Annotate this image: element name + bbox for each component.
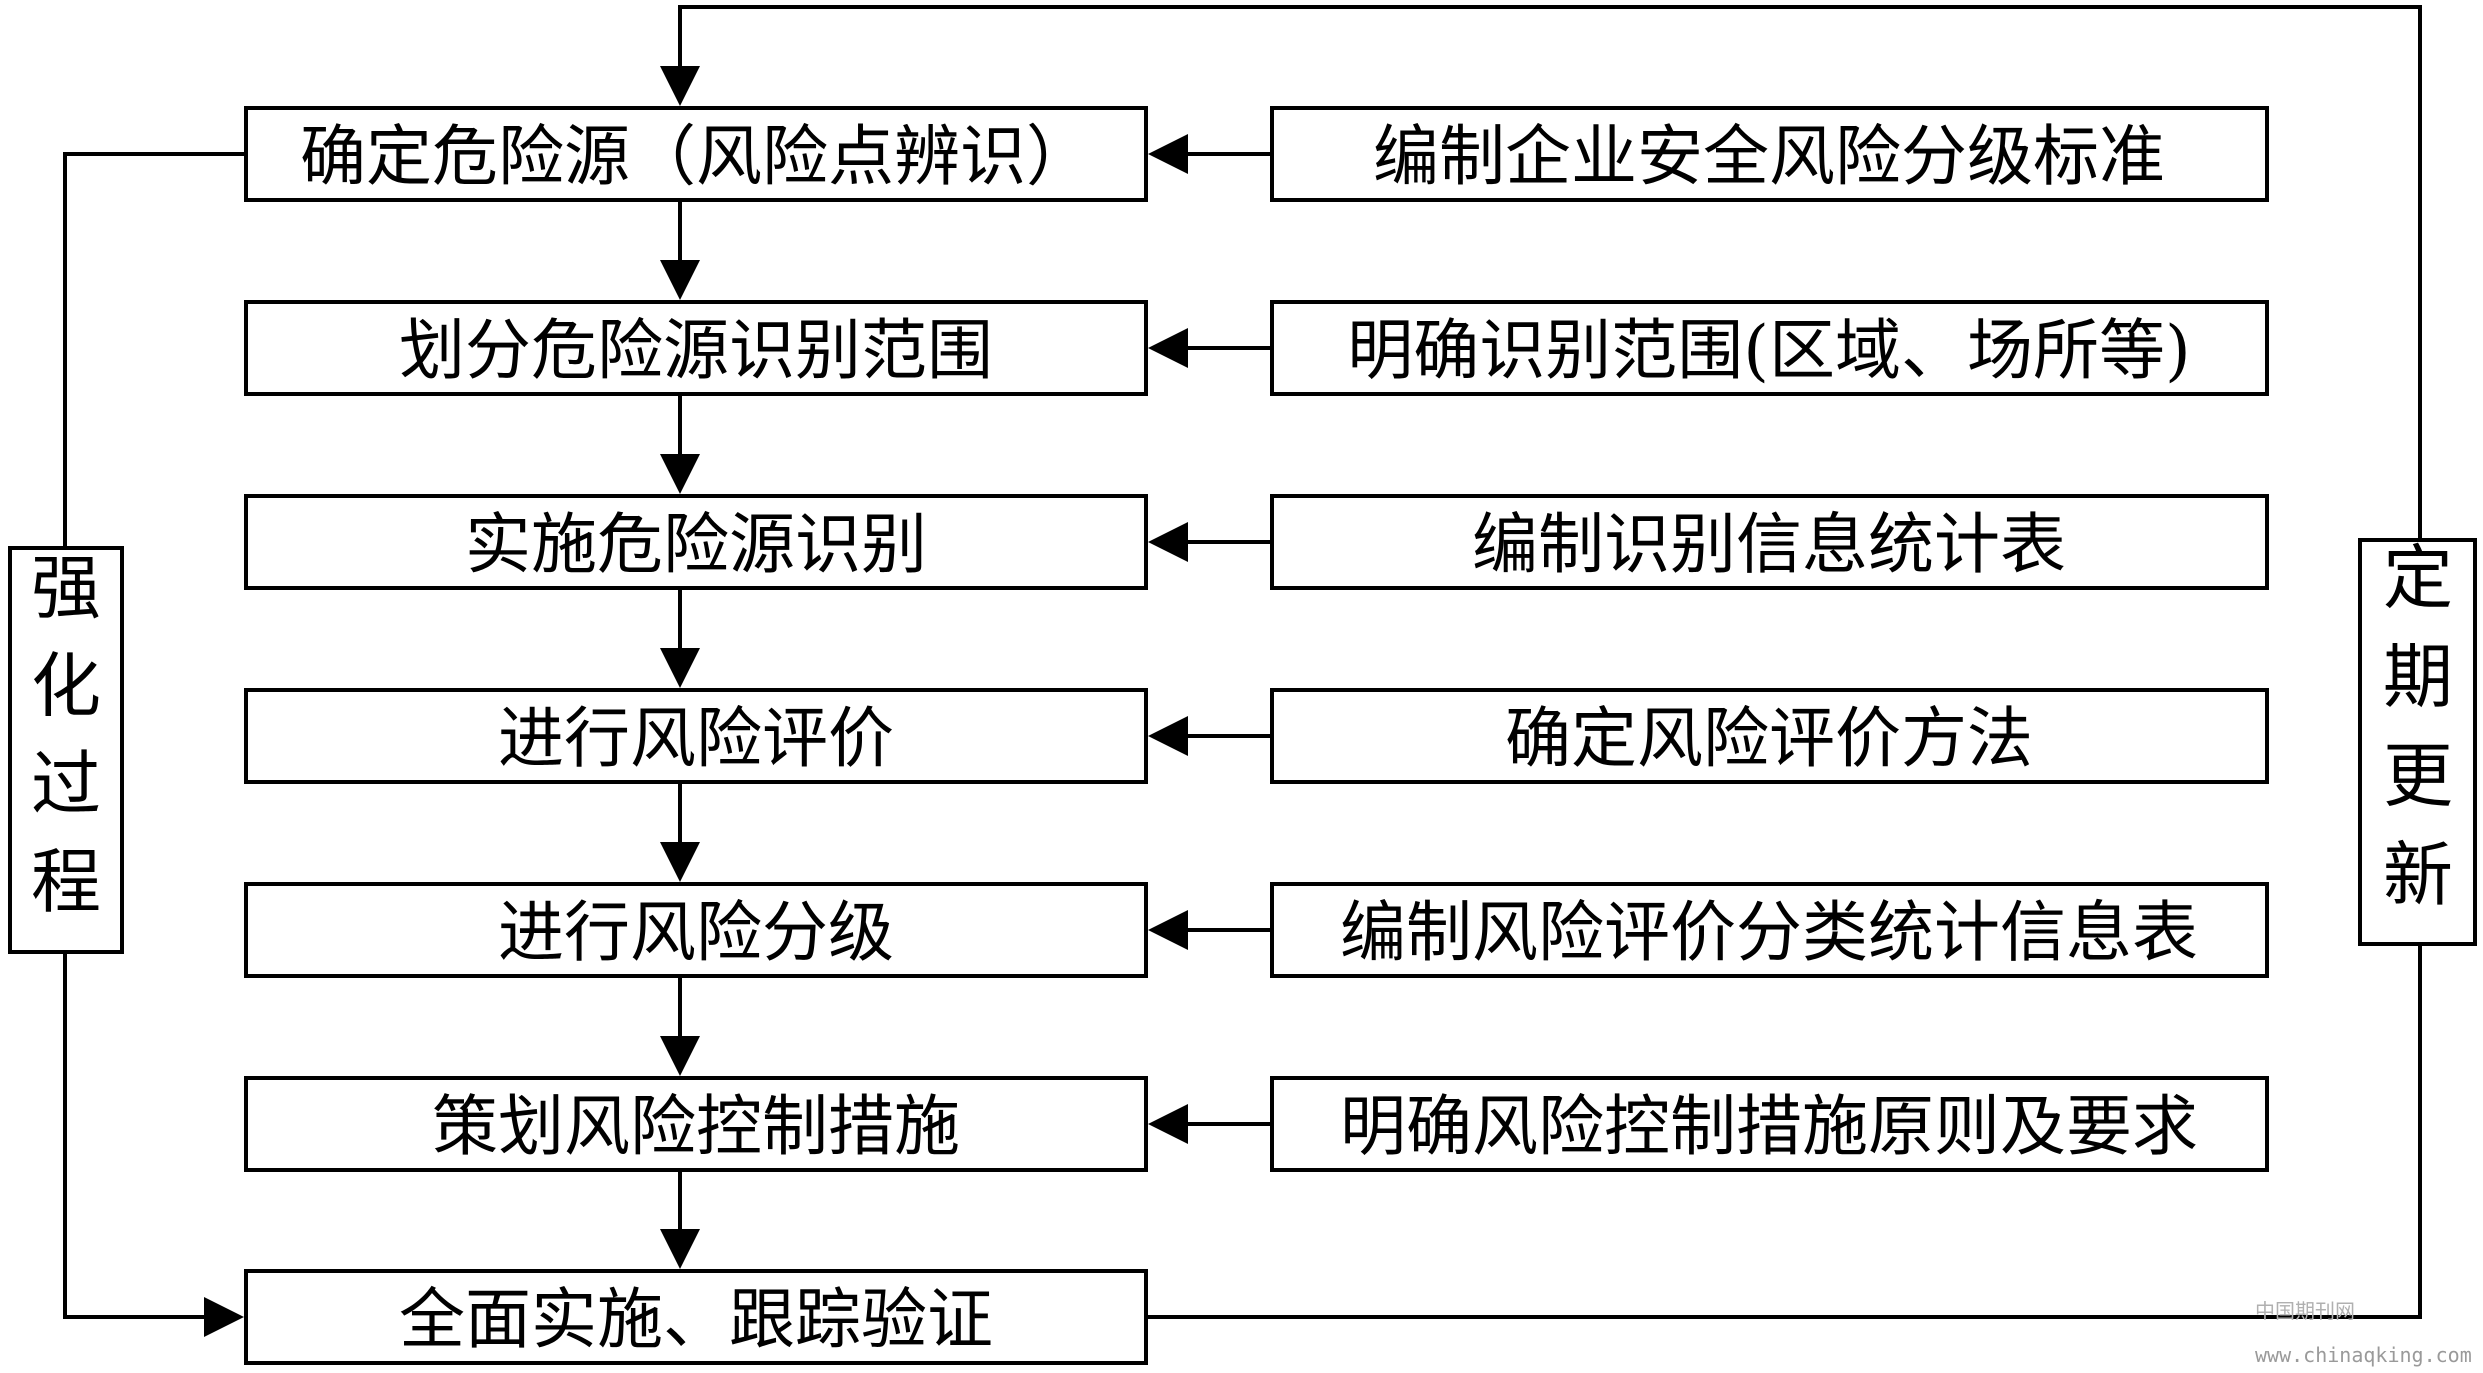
step-label-3: 实施危险源识别 <box>465 506 927 583</box>
step-box-4 <box>244 688 1148 784</box>
step-box-6 <box>244 1076 1148 1172</box>
step-label-2: 划分危险源识别范围 <box>399 312 993 389</box>
input-label-1: 编制企业安全风险分级标准 <box>1373 118 2165 195</box>
right-loop-char-3: 更 <box>2383 735 2453 817</box>
input-box-5 <box>1270 882 2269 978</box>
step-box-1 <box>244 106 1148 202</box>
input-label-4: 确定风险评价方法 <box>1505 700 2033 777</box>
step-label-6: 策划风险控制措施 <box>432 1088 960 1165</box>
step-label-1: 确定危险源（风险点辨识） <box>300 118 1092 195</box>
right-loop: 定 期 更 新 <box>660 5 2477 1319</box>
step-box-3 <box>244 494 1148 590</box>
right-loop-line-bottom <box>1146 944 2422 1319</box>
input-label-3: 编制识别信息统计表 <box>1472 506 2066 583</box>
left-loop-char-3: 过 <box>31 743 101 825</box>
input-box-4 <box>1270 688 2269 784</box>
step-label-4: 进行风险评价 <box>498 700 894 777</box>
left-step-labels: 确定危险源（风险点辨识） 划分危险源识别范围 实施危险源识别 进行风险评价 进行… <box>300 118 1092 1358</box>
watermark-url: www.chinaqking.com <box>2255 1343 2472 1367</box>
step-label-5: 进行风险分级 <box>498 894 894 971</box>
left-loop-line-bottom <box>63 952 244 1337</box>
left-loop-char-4: 程 <box>31 841 101 923</box>
left-loop-line-top <box>63 152 246 548</box>
input-label-6: 明确风险控制措施原则及要求 <box>1340 1088 2198 1165</box>
right-loop-char-4: 新 <box>2383 834 2453 916</box>
right-loop-char-2: 期 <box>2383 636 2453 718</box>
right-loop-char-1: 定 <box>2383 537 2453 619</box>
watermark: 中国期刊网 www.chinaqking.com <box>2255 1299 2472 1367</box>
step-box-5 <box>244 882 1148 978</box>
left-loop-char-1: 强 <box>31 547 101 629</box>
watermark-cn: 中国期刊网 <box>2255 1299 2355 1323</box>
left-step-boxes <box>244 106 1148 1365</box>
right-input-boxes <box>1270 106 2269 1172</box>
input-box-3 <box>1270 494 2269 590</box>
step-box-2 <box>244 300 1148 396</box>
left-loop-box <box>8 546 124 954</box>
right-loop-box <box>2358 538 2477 946</box>
input-label-2: 明确识别范围(区域、场所等) <box>1347 312 2191 389</box>
input-arrows <box>1148 134 1272 1144</box>
input-box-1 <box>1270 106 2269 202</box>
step-label-7: 全面实施、跟踪验证 <box>399 1281 993 1358</box>
right-loop-line-top <box>660 5 2422 540</box>
step-box-7 <box>244 1269 1148 1365</box>
right-input-labels: 编制企业安全风险分级标准 明确识别范围(区域、场所等) 编制识别信息统计表 确定… <box>1340 118 2198 1165</box>
input-box-6 <box>1270 1076 2269 1172</box>
input-label-5: 编制风险评价分类统计信息表 <box>1340 894 2198 971</box>
input-box-2 <box>1270 300 2269 396</box>
left-loop: 强 化 过 程 <box>8 152 246 1337</box>
left-loop-char-2: 化 <box>31 645 101 727</box>
